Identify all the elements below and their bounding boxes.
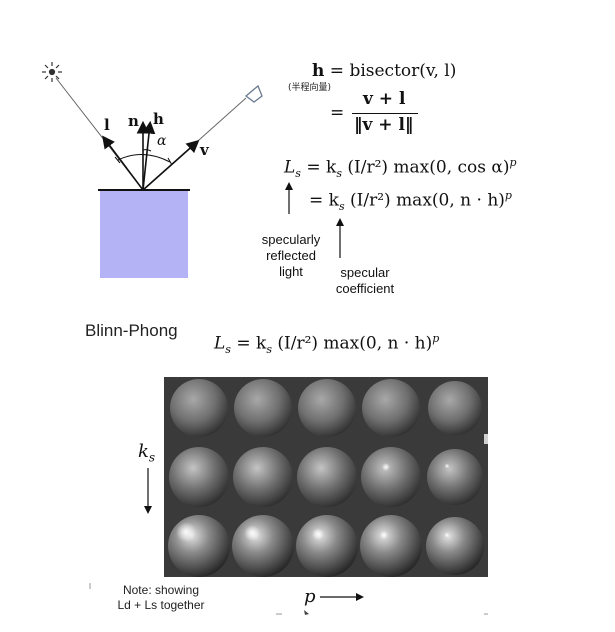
eq-ls-line2: = ks (I/r²) max(0, n · h)p [309,189,512,214]
eq-h-frac-line [352,113,418,115]
light-source-icon [42,62,62,82]
surface-block [100,190,188,278]
eq-h-frac-num: v + l [363,89,406,109]
n-label: n [128,112,139,130]
eq-h-line1: h = bisector(v, l) [312,61,457,81]
annotation-reflected-light: specularly reflected light [261,232,321,279]
h-vector [142,120,156,191]
sphere-row-1 [170,379,482,437]
sphere-row-3 [168,515,484,577]
angle-arc-alpha [142,149,152,152]
p-label: p [304,586,316,607]
sphere-row-2 [169,447,483,507]
v-vector [142,139,200,191]
ks-label: ks [138,441,156,465]
eq-ls-line1: Ls = ks (I/r²) max(0, cos α)p [284,156,517,181]
eq-h-frac-den: ‖v + l‖ [354,115,414,135]
eye-icon [244,84,263,103]
l-vector [102,135,144,191]
angle-arc-wide [117,154,171,163]
h-label: h [153,110,164,128]
eq-h-note: (半程向量) [288,83,332,93]
l-label: l [104,116,110,134]
blinn-phong-equation: Ls = ks (I/r²) max(0, n · h)p [214,332,440,357]
annotation-specular-coefficient: specular coefficient [335,265,395,296]
eq-h-equals2: = [330,103,345,123]
blinn-phong-title: Blinn-Phong [85,321,178,340]
note-text: Note: showing Ld + Ls together [117,583,205,612]
v-label: v [200,141,209,159]
alpha-label: α [157,133,167,149]
